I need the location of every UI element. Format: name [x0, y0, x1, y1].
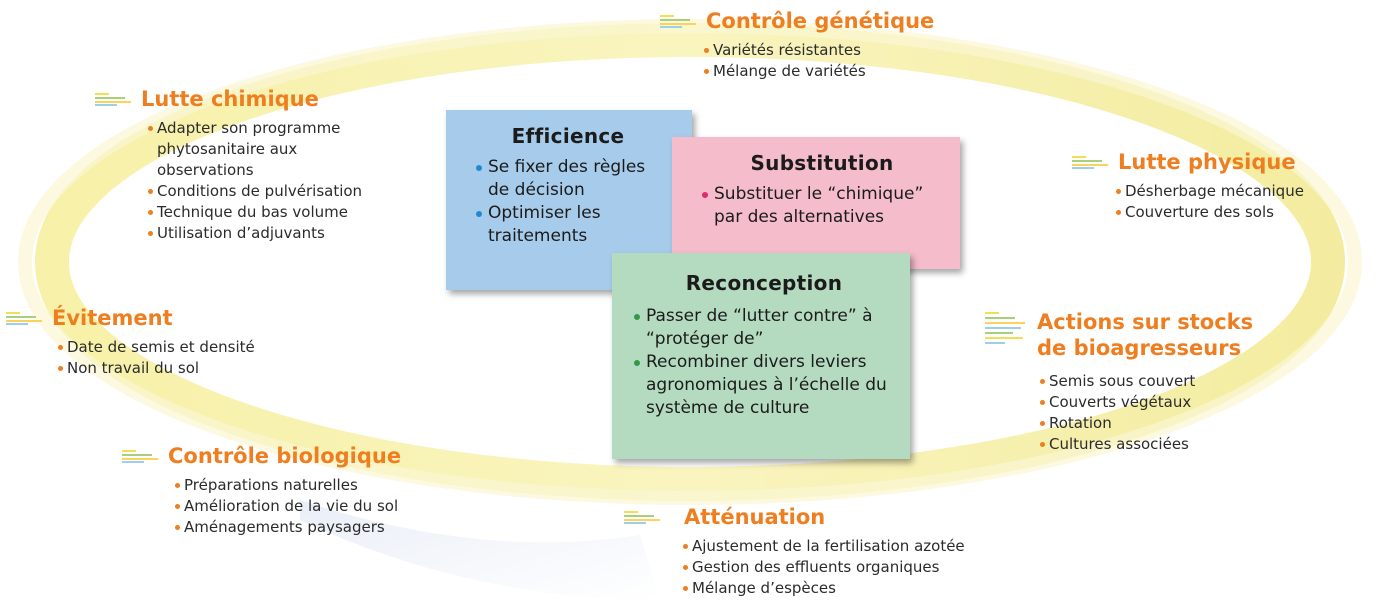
group-title: Contrôle biologique	[168, 444, 402, 468]
list-item: Aménagements paysagers	[175, 517, 401, 538]
group-title: Lutte chimique	[141, 87, 319, 111]
list-item: Mélange d’espèces	[683, 578, 965, 599]
group-controle-genetique: Contrôle génétique Variétés résistantes …	[660, 8, 934, 82]
group-title: Atténuation	[684, 505, 826, 529]
list-item: Utilisation d’adjuvants	[148, 223, 362, 244]
list-item: Variétés résistantes	[704, 40, 934, 61]
lines-icon	[624, 511, 660, 524]
group-title: Actions sur stocks	[1037, 310, 1254, 334]
group-lutte-physique: Lutte physique Désherbage mécanique Couv…	[1072, 149, 1304, 223]
list-item: Gestion des effluents organiques	[683, 557, 965, 578]
list-item: Optimiser les traitements	[476, 202, 638, 248]
list-item: Non travail du sol	[58, 358, 255, 379]
group-controle-biologique: Contrôle biologique Préparations naturel…	[122, 443, 401, 538]
lines-icon	[6, 312, 42, 325]
list-item: Recombiner divers leviers agronomiques à…	[634, 351, 898, 420]
list-item: Ajustement de la fertilisation azotée	[683, 536, 965, 557]
card-title: Efficience	[511, 124, 625, 148]
group-title: Contrôle génétique	[706, 9, 935, 33]
list-item: Rotation	[1040, 413, 1253, 434]
list-item: Semis sous couvert	[1040, 371, 1253, 392]
group-actions-stocks: Actions sur stocks de bioagresseurs Semi…	[985, 309, 1253, 455]
list-item: Mélange de variétés	[704, 61, 934, 82]
list-item: Préparations naturelles	[175, 475, 401, 496]
lines-icon	[1072, 156, 1108, 169]
group-attenuation: Atténuation Ajustement de la fertilisati…	[624, 504, 965, 599]
group-evitement: Évitement Date de semis et densité Non t…	[6, 305, 255, 379]
list-item: Amélioration de la vie du sol	[175, 496, 401, 517]
card-efficience: Efficience Se fixer des règles de décisi…	[446, 110, 692, 290]
group-title: Lutte physique	[1118, 150, 1296, 174]
list-item: Couverture des sols	[1116, 202, 1304, 223]
card-reconception: Reconception Passer de “lutter contre” à…	[612, 253, 910, 459]
list-item: Substituer le “chimique” par des alterna…	[702, 183, 954, 229]
list-item: Se fixer des règles de décision	[476, 156, 668, 202]
list-item: Couverts végétaux	[1040, 392, 1253, 413]
lines-icon	[985, 312, 1025, 344]
lines-icon	[95, 93, 131, 106]
list-item: Technique du bas volume	[148, 202, 362, 223]
group-title: Évitement	[52, 306, 173, 330]
list-item: Passer de “lutter contre” à “protéger de…	[634, 305, 886, 351]
list-item: Conditions de pulvérisation	[148, 181, 362, 202]
lines-icon	[122, 450, 158, 463]
card-title: Substitution	[750, 151, 894, 175]
list-item: Date de semis et densité	[58, 337, 255, 358]
card-title: Reconception	[685, 271, 843, 295]
group-title-line2: de bioagresseurs	[1037, 336, 1242, 360]
lines-icon	[660, 15, 696, 28]
list-item: Cultures associées	[1040, 434, 1253, 455]
card-substitution: Substitution Substituer le “chimique” pa…	[672, 137, 960, 269]
list-item: Désherbage mécanique	[1116, 181, 1304, 202]
